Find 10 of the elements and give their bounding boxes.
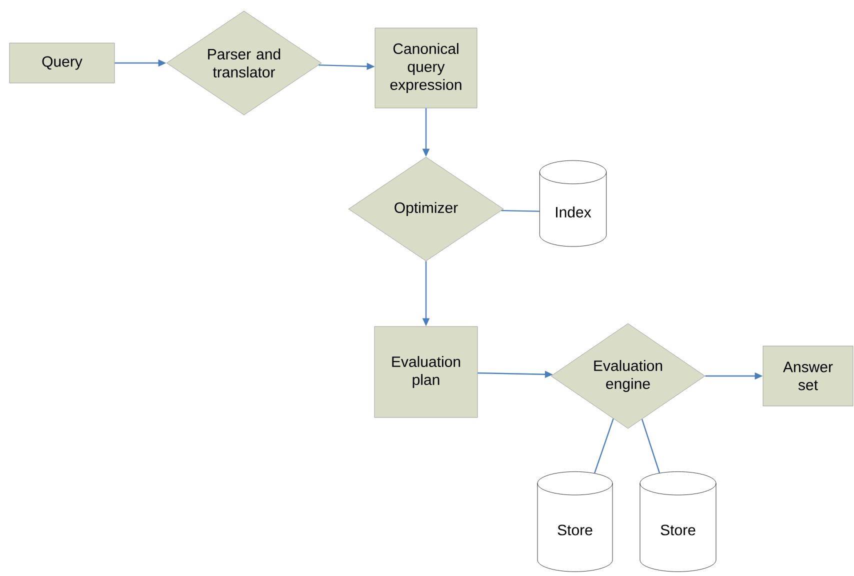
process-box: Canonical query expression	[374, 28, 478, 108]
process-box: Answer set	[762, 346, 854, 406]
database-cylinder: Store	[640, 471, 716, 572]
database-cylinder: Index	[539, 160, 607, 247]
connector-line	[501, 210, 540, 212]
connector-line	[641, 418, 660, 474]
connector-line	[594, 418, 614, 474]
database-cylinder: Store	[537, 471, 613, 572]
process-box: Evaluation plan	[374, 326, 478, 418]
process-box: Query	[9, 42, 115, 84]
